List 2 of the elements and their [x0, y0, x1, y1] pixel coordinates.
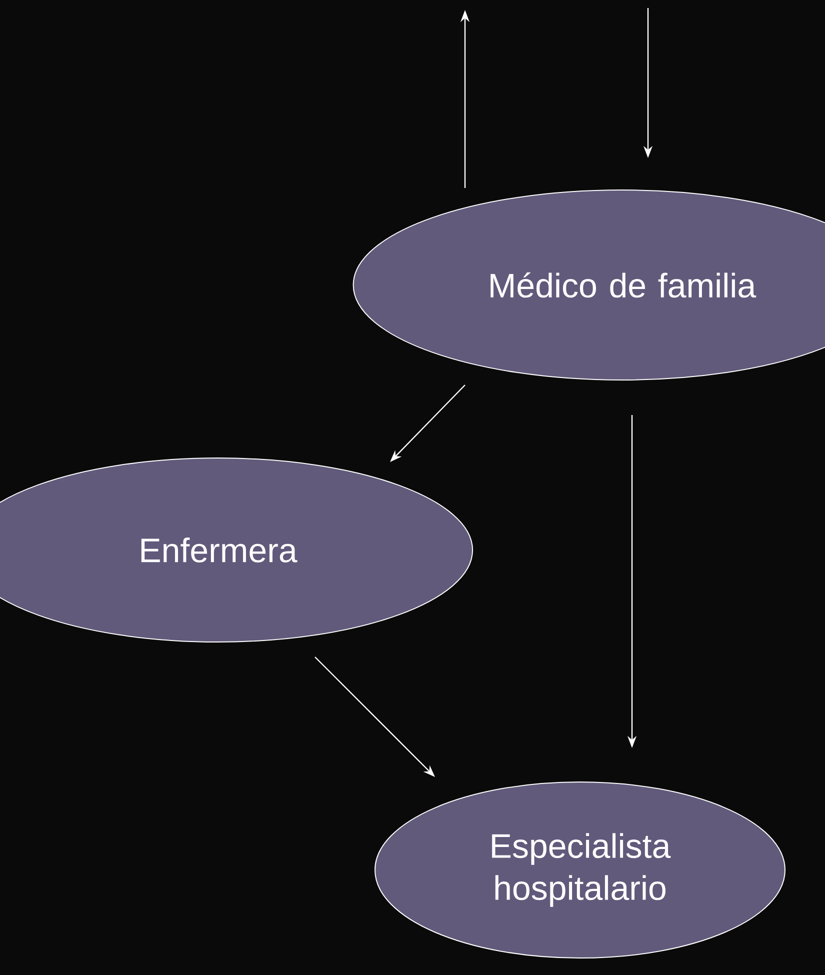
ellipse-node: Médico de familia: [352, 190, 825, 380]
ellipse-node: Especialista hospitalario: [374, 782, 786, 959]
